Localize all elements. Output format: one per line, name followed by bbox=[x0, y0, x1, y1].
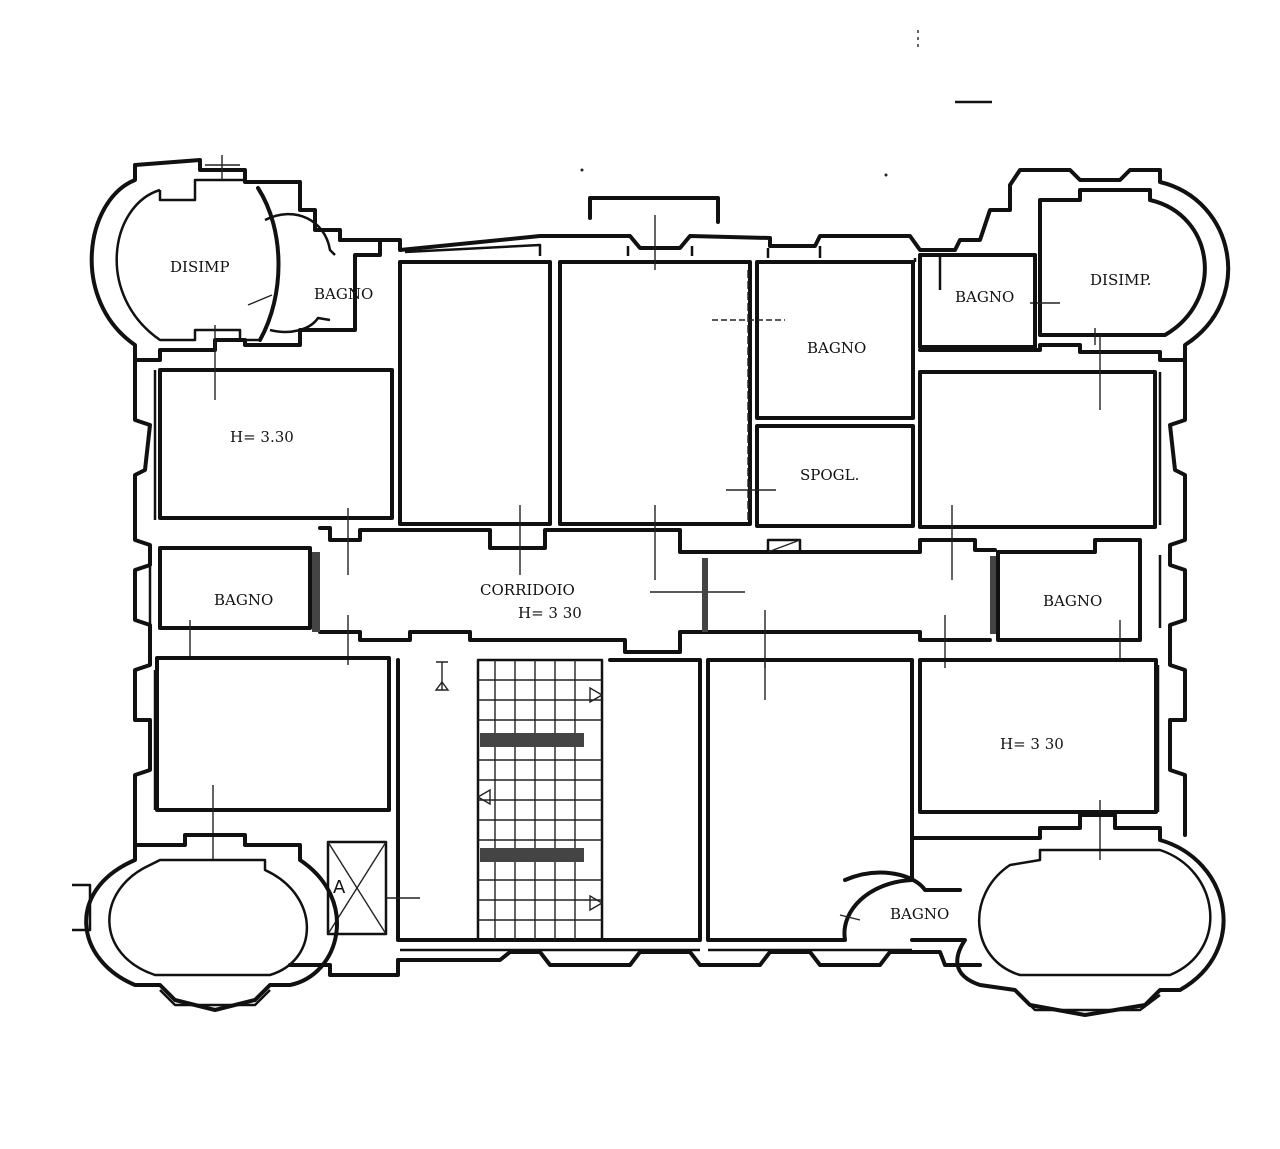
outer-wall-top bbox=[338, 196, 942, 262]
label-corridoio-height: H= 3 30 bbox=[518, 604, 582, 622]
label-bagno-mid-left: BAGNO bbox=[214, 591, 273, 609]
lower-rooms bbox=[155, 656, 1158, 942]
room-labels: DISIMP BAGNO DISIMP. BAGNO BAGNO SPOGL. … bbox=[170, 258, 1151, 923]
mid-side-rooms bbox=[158, 538, 1142, 660]
label-bagno-center-top: BAGNO bbox=[807, 339, 866, 357]
label-bagno-bottom-right: BAGNO bbox=[890, 905, 949, 923]
outer-wall-left bbox=[133, 358, 157, 837]
stairwell bbox=[434, 658, 604, 942]
label-corridoio: CORRIDOIO bbox=[480, 581, 575, 599]
upper-rooms bbox=[158, 215, 1157, 529]
tower-top-right bbox=[918, 168, 1231, 362]
tower-bottom-right bbox=[843, 813, 1226, 1017]
label-height-top-left: H= 3.30 bbox=[230, 428, 294, 446]
lift-marker: A bbox=[333, 877, 346, 898]
corridor bbox=[312, 505, 998, 668]
label-disimp-left: DISIMP bbox=[170, 258, 230, 276]
outer-wall-bottom bbox=[396, 948, 982, 967]
outer-wall-right bbox=[1156, 358, 1187, 837]
tower-top-left bbox=[89, 155, 382, 362]
stray-marks bbox=[580, 30, 992, 177]
label-spogl: SPOGL. bbox=[800, 466, 859, 484]
label-bagno-top-right: BAGNO bbox=[955, 288, 1014, 306]
label-bagno-mid-right: BAGNO bbox=[1043, 592, 1102, 610]
label-height-bottom-right: H= 3 30 bbox=[1000, 735, 1064, 753]
tower-bottom-left bbox=[72, 833, 400, 1012]
label-bagno-top-left: BAGNO bbox=[314, 285, 373, 303]
label-disimp-right: DISIMP. bbox=[1090, 271, 1151, 289]
